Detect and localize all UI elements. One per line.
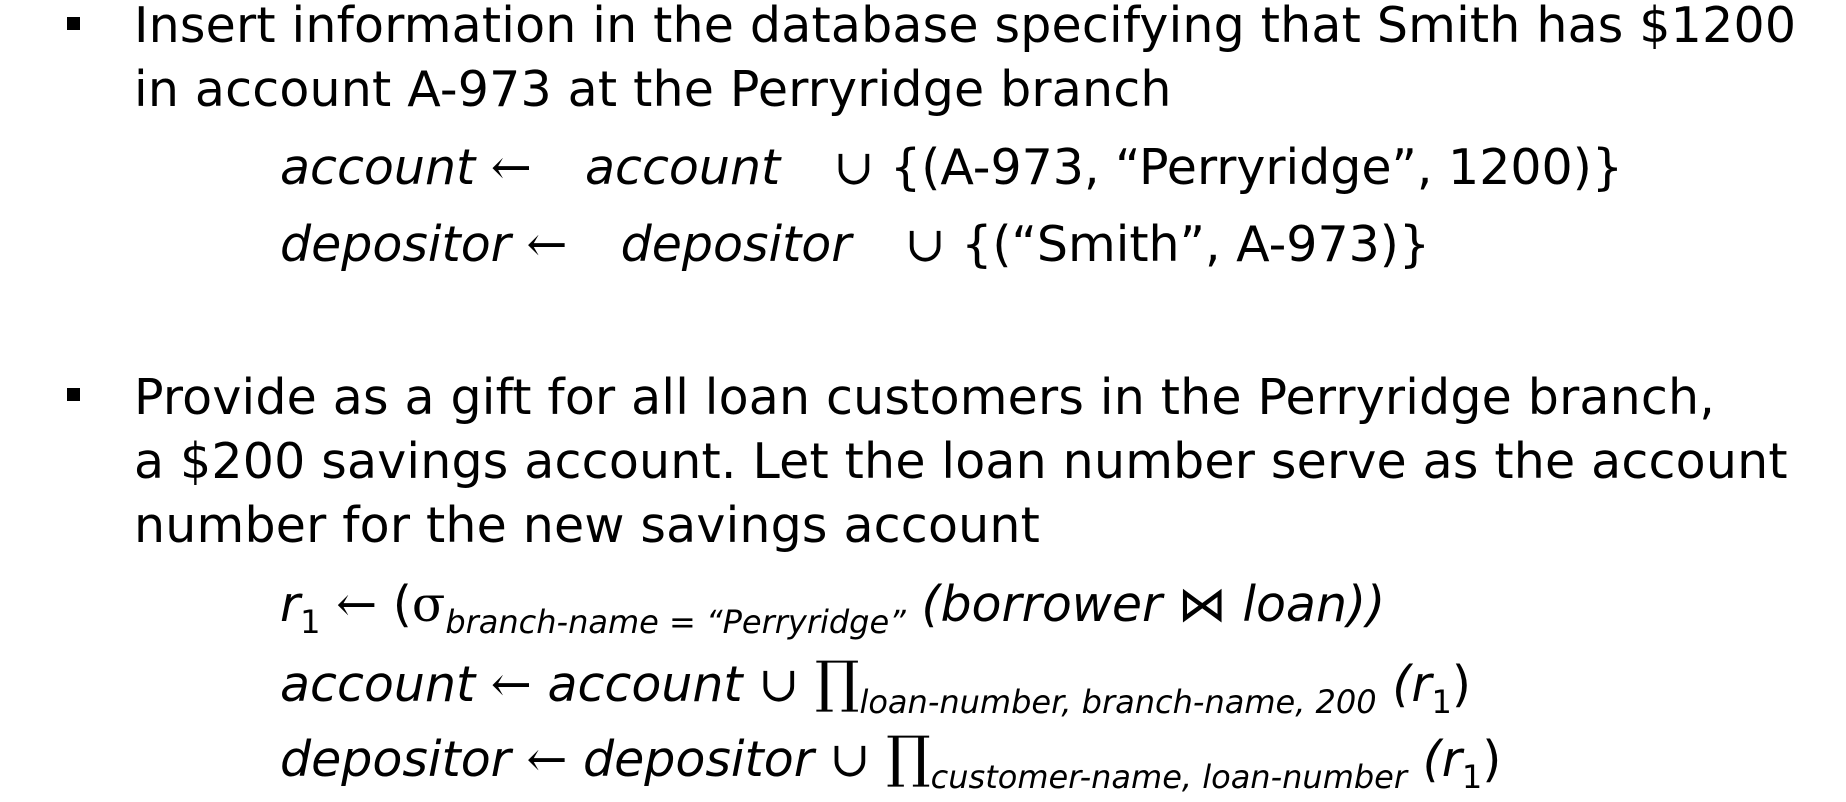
formula-5-arg-open: (	[1422, 731, 1442, 788]
formula-4-arg-open: (	[1392, 656, 1412, 713]
formula-3-open: (	[392, 576, 412, 633]
assign-arrow: ←	[490, 656, 532, 713]
formula-insert-account: account ← account ∪ {(A-973, “Perryridge…	[280, 143, 1623, 192]
assign-arrow: ←	[526, 731, 568, 788]
formula-5-arg-r: r	[1441, 731, 1462, 788]
selection-condition: branch-name = “Perryridge”	[445, 603, 906, 641]
bullet-marker-2	[67, 388, 80, 401]
formula-depositor-update: depositor ← depositor ∪ ∏customer-name, …	[280, 730, 1502, 796]
sigma-symbol: σ	[411, 576, 446, 633]
union-symbol: ∪	[829, 731, 871, 788]
formula-5-lhs: depositor	[280, 731, 511, 788]
projection-attributes: loan-number, branch-name, 200	[859, 683, 1377, 721]
formula-2-lhs: depositor	[280, 216, 511, 273]
bullet-1-line-2: in account A-973 at the Perryridge branc…	[134, 61, 1172, 118]
formula-2-rhs: depositor	[620, 216, 852, 273]
formula-account-update: account ← account ∪ ∏loan-number, branch…	[280, 655, 1471, 721]
formula-4-lhs: account	[280, 656, 476, 713]
formula-4-rhs: account	[547, 656, 743, 713]
bullet-text-1: Insert information in the database speci…	[134, 0, 1797, 122]
formula-3-loan: loan))	[1242, 576, 1386, 633]
formula-insert-depositor: depositor ← depositor ∪ {(“Smith”, A-973…	[280, 220, 1430, 269]
formula-4-arg-close: )	[1451, 656, 1471, 713]
bullet-2-line-3: number for the new savings account	[134, 497, 1041, 554]
formula-5-arg-sub: 1	[1461, 758, 1483, 796]
bullet-2-line-2: a $200 savings account. Let the loan num…	[134, 433, 1788, 490]
formula-5-arg-close: )	[1482, 731, 1502, 788]
union-symbol: ∪	[904, 216, 946, 273]
bullet-text-2: Provide as a gift for all loan customers…	[134, 366, 1794, 558]
formula-r1: r1 ← (σbranch-name = “Perryridge” (borro…	[280, 580, 1385, 638]
assign-arrow: ←	[490, 139, 532, 196]
assign-arrow: ←	[526, 216, 568, 273]
bullet-2-line-1: Provide as a gift for all loan customers…	[134, 369, 1716, 426]
union-symbol: ∪	[833, 139, 875, 196]
assign-arrow: ←	[336, 576, 378, 633]
projection-symbol: ∏	[814, 650, 860, 715]
formula-1-tuple: {(A-973, “Perryridge”, 1200)}	[890, 139, 1624, 196]
formula-3-borrower: (borrower	[921, 576, 1163, 633]
formula-4-arg-r: r	[1411, 656, 1432, 713]
union-symbol: ∪	[758, 656, 800, 713]
bullet-marker-1	[67, 17, 80, 30]
natural-join-symbol: ⋈	[1177, 576, 1227, 633]
formula-1-lhs: account	[280, 139, 476, 196]
formula-5-rhs: depositor	[583, 731, 814, 788]
bullet-1-line-1: Insert information in the database speci…	[134, 0, 1797, 54]
formula-4-arg-sub: 1	[1431, 683, 1452, 721]
formula-3-r-sub: 1	[300, 603, 321, 641]
formula-3-r: r	[280, 576, 301, 633]
formula-1-rhs: account	[585, 139, 781, 196]
projection-symbol: ∏	[886, 725, 931, 790]
projection-attributes: customer-name, loan-number	[930, 758, 1408, 796]
formula-2-tuple: {(“Smith”, A-973)}	[961, 216, 1431, 273]
